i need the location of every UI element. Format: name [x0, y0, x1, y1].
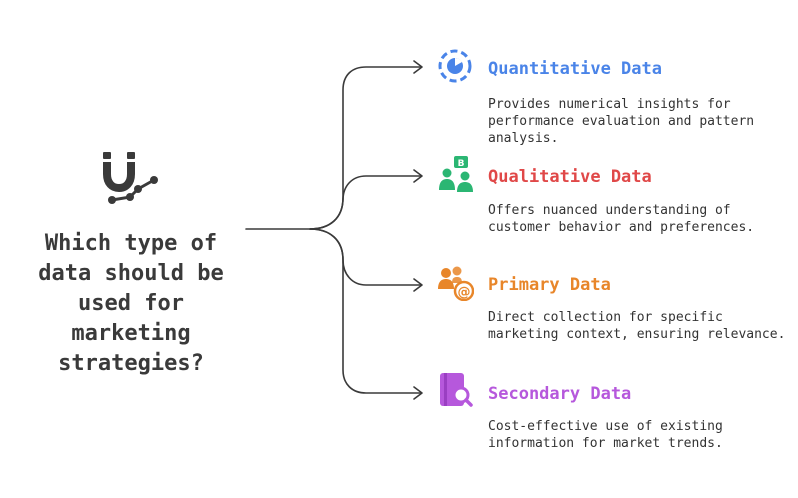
option-title-secondary: Secondary Data: [488, 384, 632, 404]
arrowhead-1: [413, 60, 423, 74]
arrowhead-3: [413, 278, 423, 292]
svg-text:@: @: [458, 285, 471, 300]
option-title-primary: Primary Data: [488, 275, 611, 295]
connector-branch-1: [309, 175, 422, 230]
connector-trunk: [245, 66, 422, 230]
contact-users-icon: @: [438, 265, 474, 301]
central-question: Which type of data should be used for ma…: [38, 231, 224, 376]
arrowhead-4: [413, 386, 423, 400]
connector-branch-2: [309, 228, 422, 286]
arrowhead-2: [413, 169, 423, 183]
option-desc-qualitative: Offers nuanced understanding of customer…: [488, 203, 755, 235]
svg-text:B: B: [458, 159, 465, 169]
option-title-quantitative: Quantitative Data: [488, 59, 662, 79]
magnet-trend-icon: [103, 152, 158, 204]
pie-chart-icon: [437, 48, 473, 84]
option-desc-primary: Direct collection for specific marketing…: [488, 310, 786, 342]
connector-branch-3: [309, 228, 422, 394]
option-desc-quantitative: Provides numerical insights for performa…: [488, 97, 755, 146]
option-desc-secondary: Cost-effective use of existing informati…: [488, 419, 723, 451]
option-title-qualitative: Qualitative Data: [488, 167, 652, 187]
customer-insight-icon: B: [438, 156, 474, 192]
document-search-icon: [437, 372, 473, 408]
